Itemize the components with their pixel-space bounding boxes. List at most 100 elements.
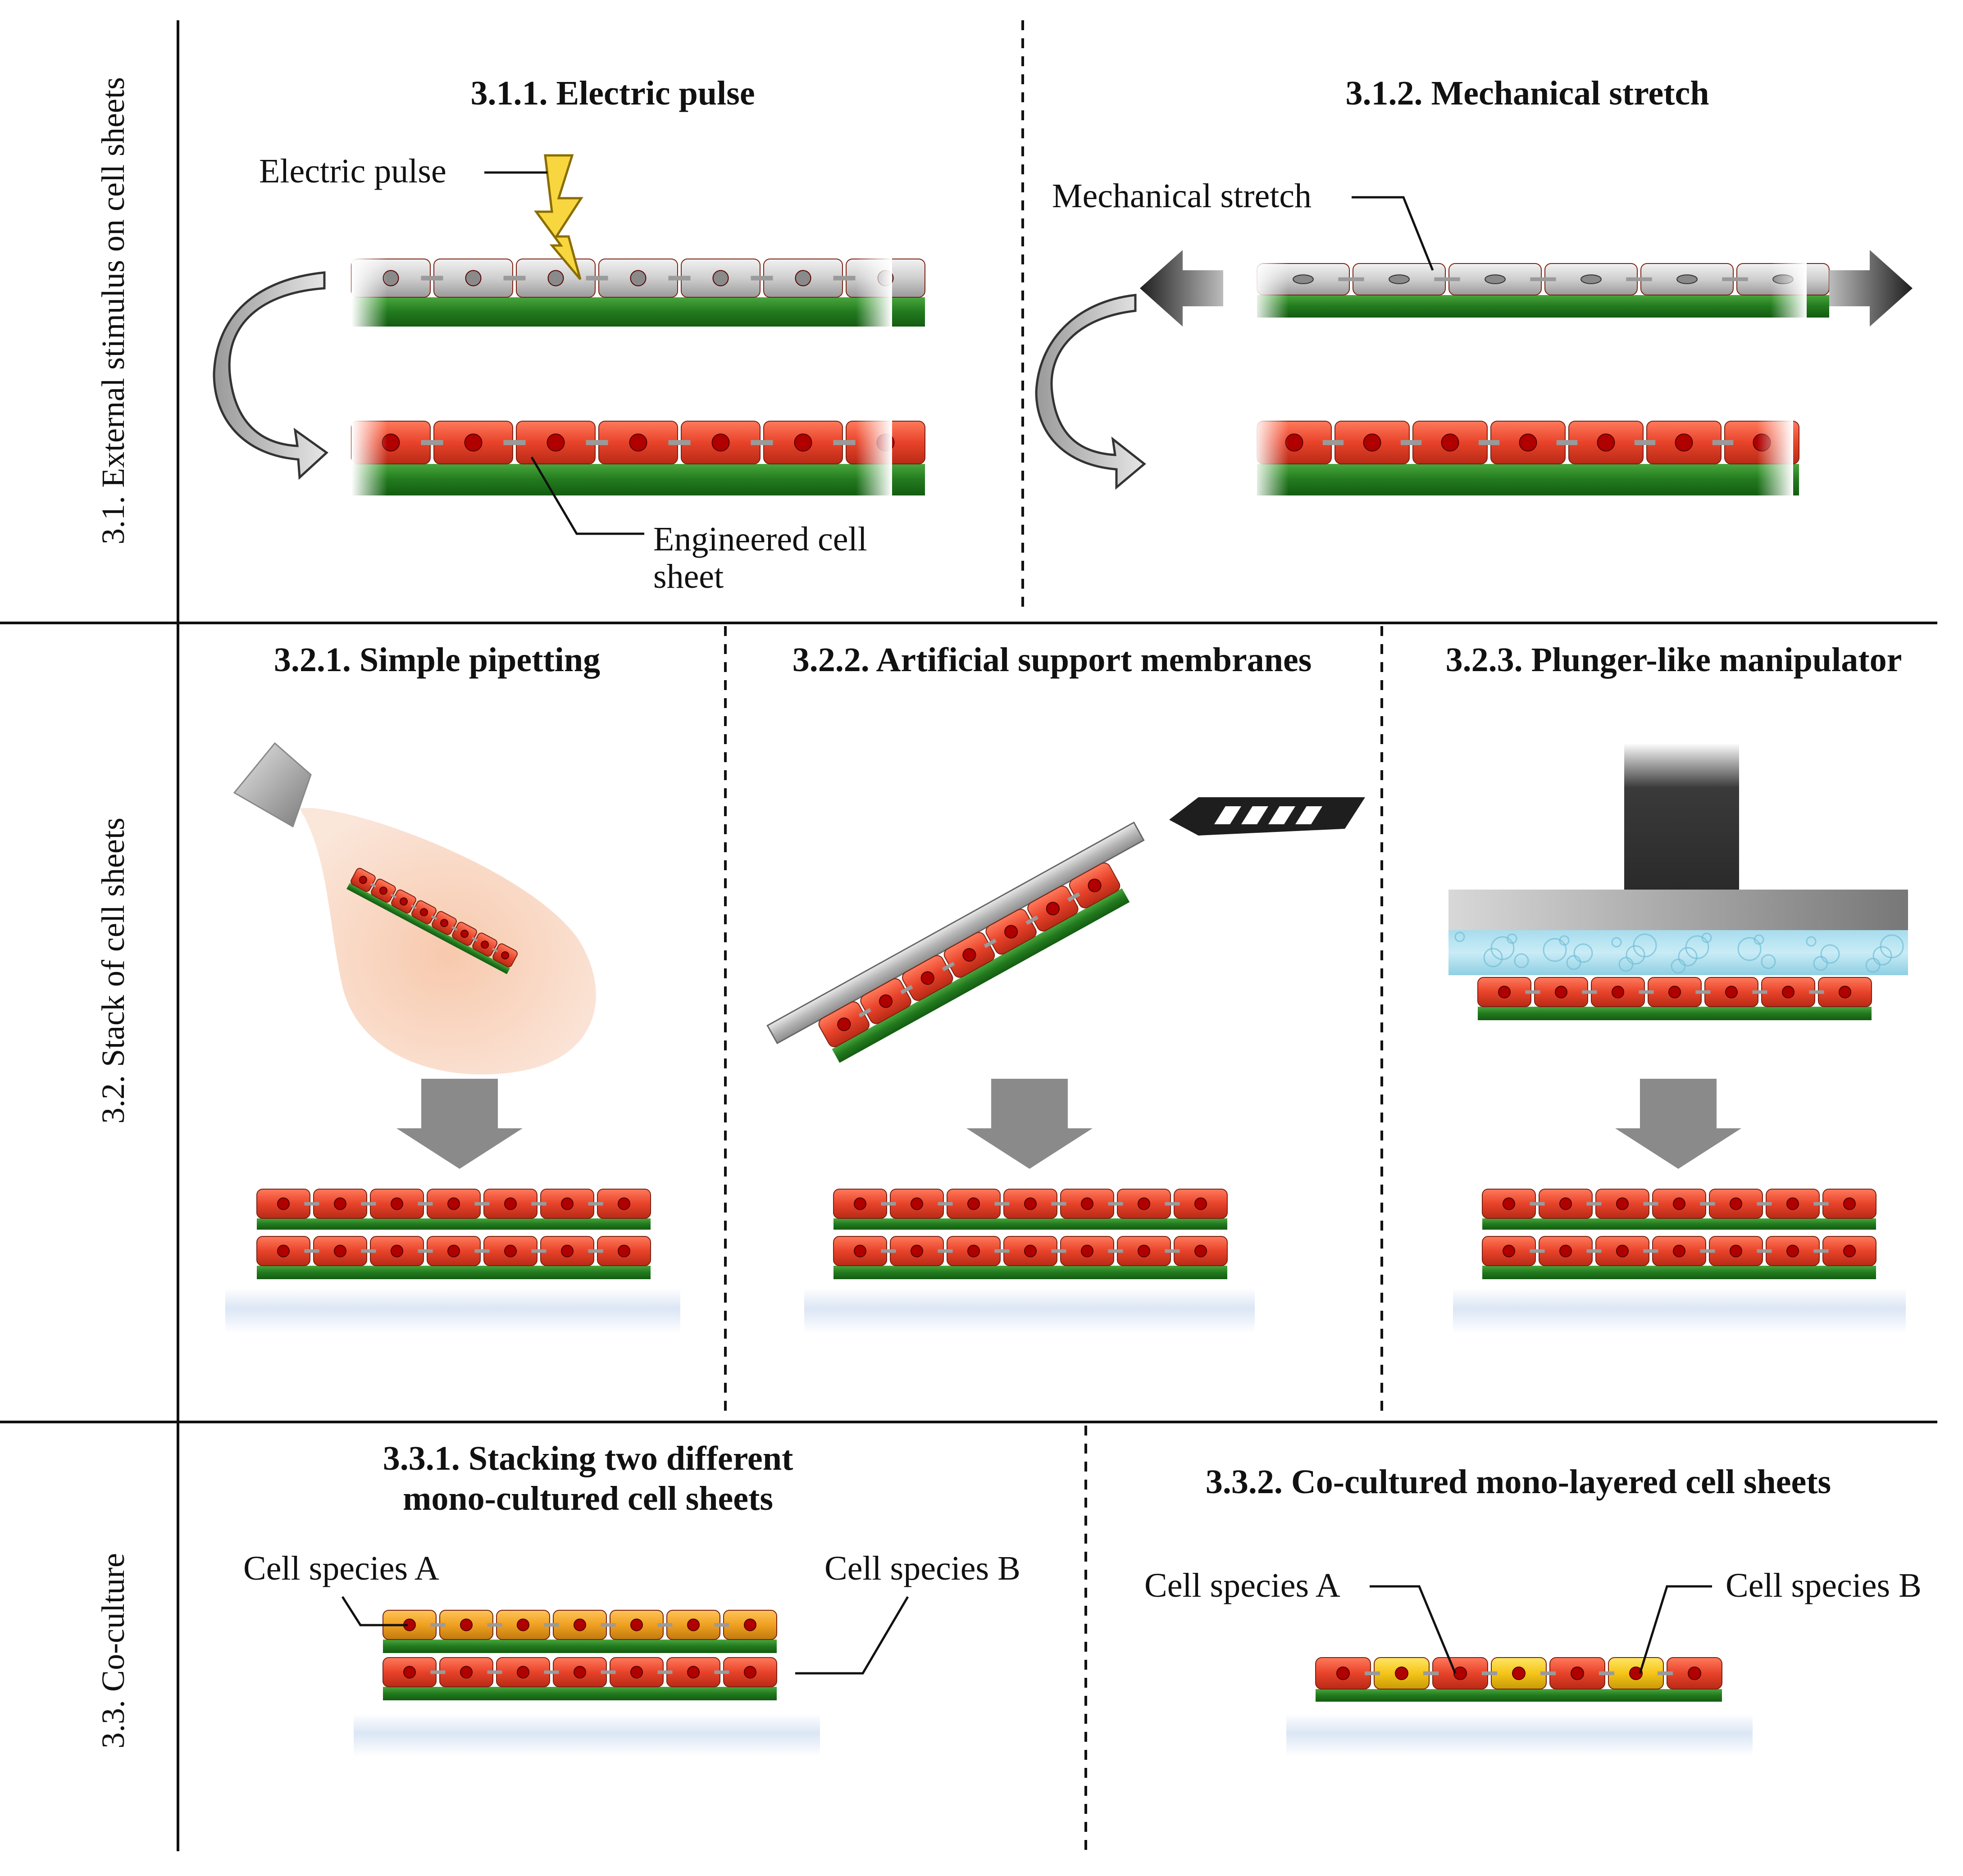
cell-junction (451, 926, 458, 931)
cell-junction (751, 276, 773, 281)
cell-junction (1556, 440, 1578, 445)
panel-plunger-manipulator (1448, 743, 1908, 1333)
cell-junction (503, 440, 526, 445)
panel-mechanical-stretch: Mechanical stretch (1035, 177, 1913, 495)
nucleus (1194, 1245, 1207, 1258)
ecm-layer (833, 1218, 1227, 1230)
nucleus (1088, 878, 1102, 892)
label-cell-species-a: Cell species A (243, 1549, 439, 1587)
nucleus (1441, 433, 1459, 452)
nucleus (967, 1245, 980, 1258)
nucleus (447, 1197, 460, 1210)
nucleus (1675, 433, 1693, 452)
cell-junction (421, 276, 443, 281)
nucleus (277, 1245, 290, 1258)
nucleus (1571, 1667, 1584, 1680)
nucleus (618, 1197, 630, 1210)
nucleus (911, 1245, 923, 1258)
cell-junction (1599, 1671, 1615, 1676)
nucleus (561, 1245, 574, 1258)
nucleus (629, 433, 647, 452)
nucleus (1559, 1245, 1572, 1258)
curved-arrow-icon (213, 271, 328, 480)
cell-junction (544, 1623, 559, 1627)
cell-junction (1530, 1249, 1545, 1253)
cell-junction (881, 1202, 896, 1206)
cell-junction (1752, 990, 1767, 994)
panel-electric-pulse: Electric pulse Engineered cell sheet (213, 152, 925, 595)
cell-junction (1639, 990, 1654, 994)
cell-junction (1165, 1249, 1180, 1253)
cell-junction (474, 1249, 490, 1253)
nucleus (962, 948, 976, 962)
row-label-stack: 3.2. Stack of cell sheets (95, 818, 131, 1124)
row-label-co-culture: 3.3. Co-culture (95, 1553, 131, 1749)
nucleus (460, 930, 469, 938)
cell-junction (471, 937, 478, 942)
nucleus (1485, 274, 1506, 284)
cell-junction (390, 894, 397, 899)
nucleus (460, 1618, 473, 1631)
down-arrow-icon (1615, 1079, 1741, 1169)
nucleus (1004, 925, 1018, 939)
panel-title-mechanical-stretch: 3.1.2. Mechanical stretch (1346, 74, 1709, 112)
cell-junction (1757, 1249, 1772, 1253)
ecm-layer (346, 883, 510, 974)
nucleus (1138, 1197, 1150, 1210)
ecm-layer (383, 1687, 777, 1700)
nucleus (967, 1197, 980, 1210)
nucleus (1024, 1245, 1037, 1258)
support-membrane (766, 821, 1145, 1045)
panel-stacking-two-sheets: Cell species A Cell species B (243, 1549, 1020, 1757)
stretch-arrow-left-icon (1140, 250, 1223, 327)
cell-junction (1530, 277, 1556, 282)
cell-junction (361, 1202, 376, 1206)
nucleus (574, 1666, 586, 1679)
cell-junction (492, 947, 498, 953)
nucleus (460, 1666, 473, 1679)
nucleus (1616, 1245, 1629, 1258)
nucleus (1519, 433, 1537, 452)
panel-title-electric-pulse: 3.1.1. Electric pulse (470, 74, 755, 112)
nucleus (879, 994, 893, 1008)
cell-junction (1530, 1202, 1545, 1206)
nucleus (517, 1618, 529, 1631)
cell-junction (1757, 1202, 1772, 1206)
cell-junction (1025, 915, 1038, 925)
nucleus (517, 1666, 529, 1679)
cell-junction (430, 1670, 446, 1674)
cell-junction (1338, 277, 1364, 282)
cell-junction (1322, 440, 1344, 445)
panel-title-simple-pipetting: 3.2.1. Simple pipetting (274, 641, 600, 679)
cell-junction (984, 938, 997, 948)
cell-junction (544, 1670, 559, 1674)
culture-dish (1453, 1288, 1906, 1333)
cell-junction (994, 1249, 1010, 1253)
cell-junction (1643, 1249, 1658, 1253)
nucleus (1629, 1667, 1643, 1680)
nucleus (920, 971, 934, 985)
nucleus (464, 433, 483, 452)
nucleus (1616, 1197, 1629, 1210)
nucleus (1503, 1245, 1515, 1258)
ecm-layer (1478, 1007, 1872, 1020)
nucleus (1081, 1245, 1093, 1258)
nucleus (277, 1197, 290, 1210)
nucleus (1559, 1197, 1572, 1210)
stacked-cell-sheets (1482, 1189, 1876, 1279)
nucleus (618, 1245, 630, 1258)
nucleus (391, 1197, 403, 1210)
ecm-layer (1257, 464, 1799, 495)
nucleus (1453, 1667, 1467, 1680)
nucleus (1580, 274, 1602, 284)
cell-junction (938, 1249, 953, 1253)
cell-junction (1108, 1202, 1123, 1206)
cell-junction (1586, 1202, 1602, 1206)
nucleus (687, 1618, 700, 1631)
cell-junction (1722, 277, 1748, 282)
nucleus (1597, 433, 1615, 452)
nucleus (630, 270, 647, 286)
nucleus (795, 270, 811, 286)
cell-junction (1813, 1202, 1829, 1206)
nucleus (1668, 986, 1681, 999)
